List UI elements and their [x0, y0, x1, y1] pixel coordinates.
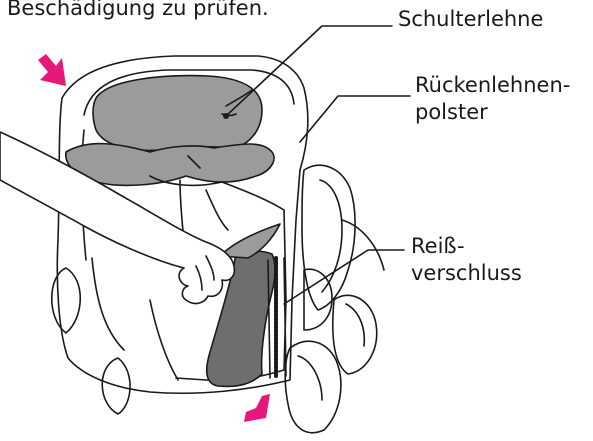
pointer-dot [223, 113, 229, 119]
right-side-wing [285, 165, 384, 432]
label-zipper: Reiß- verschluss [411, 233, 522, 287]
shoulder-rest-pad [93, 76, 262, 151]
label-zipper-line-2: verschluss [411, 260, 522, 287]
label-back-pad-line-2: polster [415, 99, 570, 126]
arrow-bottom [244, 394, 270, 422]
arrow-top-left [38, 54, 66, 86]
instruction-caption: Beschädigung zu prüfen. [7, 0, 269, 22]
leader-line-back-pad [300, 96, 410, 142]
cushion-section [66, 144, 274, 186]
label-back-pad-line-1: Rückenlehnen- [415, 72, 570, 99]
label-shoulder-rest: Schulterlehne [398, 6, 543, 33]
label-back-pad: Rückenlehnen- polster [415, 72, 570, 126]
label-zipper-line-1: Reiß- [411, 233, 522, 260]
